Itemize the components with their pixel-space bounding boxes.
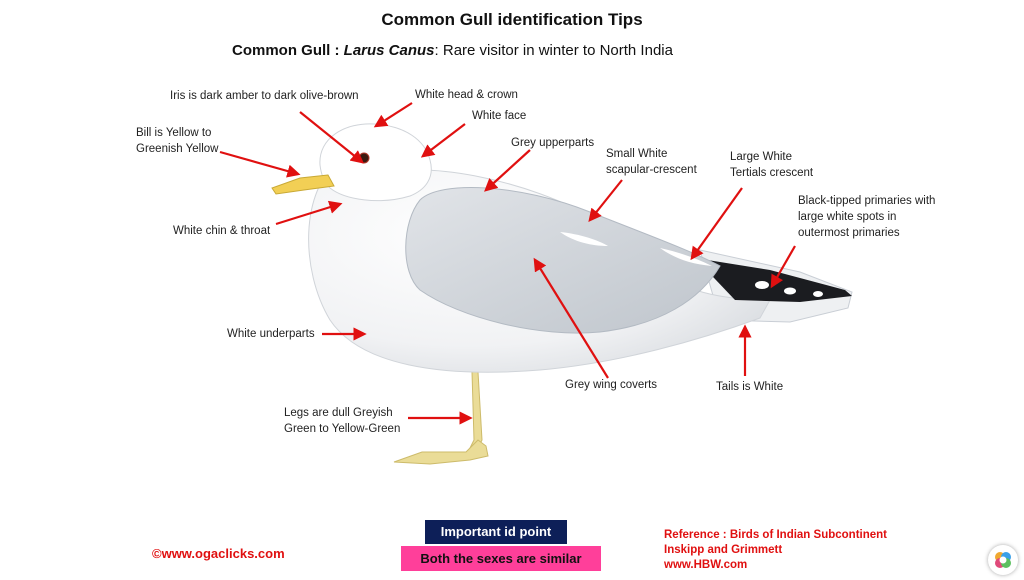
sexes-similar-banner: Both the sexes are similar (401, 546, 601, 571)
arrow-coverts (533, 257, 609, 379)
label-upperparts: Grey upperparts (511, 137, 595, 149)
arrow-chin (275, 200, 343, 226)
important-id-banner: Important id point (425, 520, 567, 544)
copyright-credit: ©www.ogaclicks.com (152, 546, 285, 561)
pointer-arrows (219, 102, 796, 425)
copilot-badge[interactable] (988, 545, 1018, 575)
arrow-face (420, 123, 466, 158)
arrow-head (373, 102, 413, 128)
tertial-crescent (660, 248, 712, 266)
label-scapular: Small White scapular-crescent (606, 148, 697, 176)
label-tertials: Large White Tertials crescent (730, 151, 814, 179)
arrow-iris (299, 111, 365, 164)
label-chin: White chin & throat (173, 225, 271, 237)
subtitle-scientific-name: Larus Canus (343, 42, 435, 59)
subtitle-separator: : (330, 42, 344, 59)
subtitle-status: : Rare visitor in winter to North India (434, 42, 673, 59)
arrow-upperparts (484, 149, 531, 192)
page-title: Common Gull identification Tips (381, 10, 643, 29)
label-coverts: Grey wing coverts (565, 379, 658, 391)
arrow-bill (219, 150, 301, 178)
gull-wing (405, 187, 721, 334)
reference-note: Reference : Birds of Indian Subcontinent… (664, 529, 887, 571)
label-underparts: White underparts (227, 328, 315, 340)
label-face: White face (472, 110, 527, 122)
label-head: White head & crown (415, 89, 518, 101)
label-iris: Iris is dark amber to dark olive-brown (170, 90, 359, 102)
label-legs: Legs are dull Greyish Green to Yellow-Gr… (284, 407, 401, 435)
arrow-scapular (588, 179, 623, 223)
label-tail: Tails is White (716, 381, 784, 393)
subtitle: Common Gull : Larus Canus: Rare visitor … (232, 42, 673, 59)
arrow-primaries (770, 245, 796, 289)
sparkle-icon (995, 552, 1011, 568)
arrow-tertials (690, 187, 743, 261)
gull-head (271, 123, 432, 202)
scapular-crescent (560, 232, 608, 246)
label-primaries: Black-tipped primaries with large white … (798, 195, 936, 239)
subtitle-common-name: Common Gull (232, 42, 331, 59)
label-bill: Bill is Yellow to Greenish Yellow (136, 127, 219, 155)
